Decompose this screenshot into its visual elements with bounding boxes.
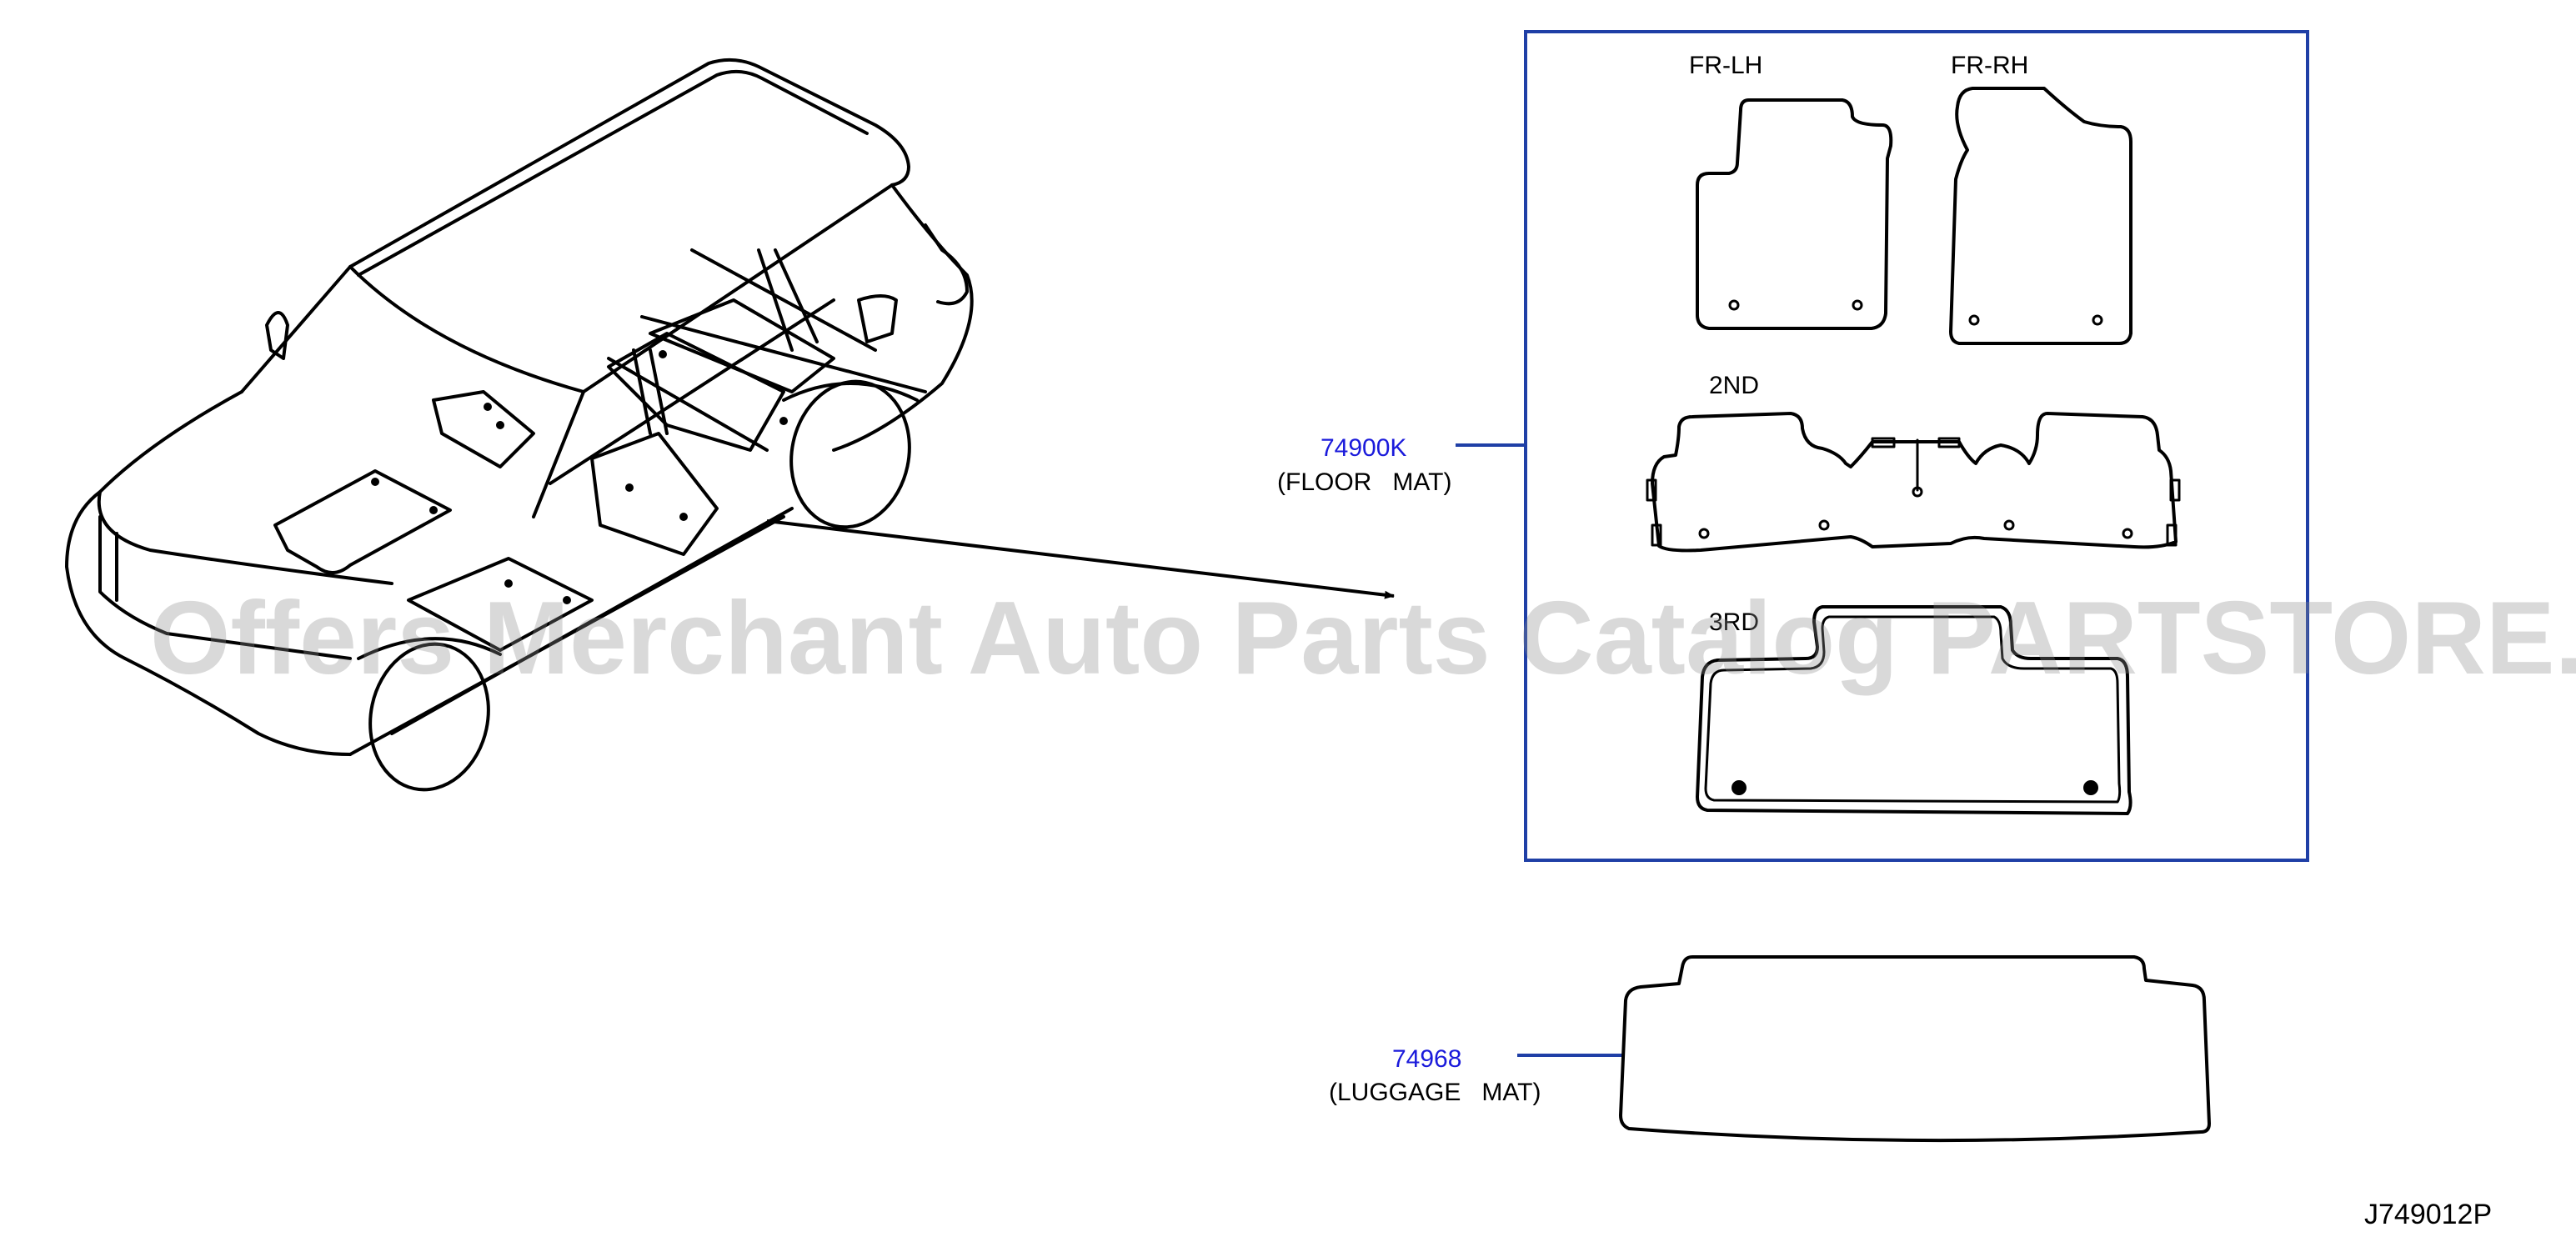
second-row-label: 2ND	[1709, 372, 1759, 399]
third-row-label: 3RD	[1709, 608, 1759, 636]
watermark: Offers Merchant Auto Parts Catalog PARTS…	[150, 581, 2576, 696]
mat-luggage	[1619, 955, 2211, 1143]
part-callout-luggage-mat[interactable]: 74968 (LUGGAGE MAT)	[1329, 1045, 1622, 1106]
mat-fr-rh: FR-RH	[1949, 52, 2132, 345]
vehicle-illustration	[65, 58, 974, 792]
mat-second-row: 2ND	[1646, 372, 2181, 553]
diagram-code: J749012P	[2364, 1199, 2492, 1230]
part-number-luggage-mat[interactable]: 74968	[1392, 1045, 1461, 1073]
part-name-floor-mat: (FLOOR MAT)	[1277, 468, 1451, 496]
part-callout-floor-mat[interactable]: 74900K (FLOOR MAT)	[1277, 434, 1526, 496]
part-number-floor-mat[interactable]: 74900K	[1321, 434, 1406, 462]
fr-lh-label: FR-LH	[1689, 52, 1762, 79]
mat-third-row: 3RD	[1696, 605, 2132, 815]
pointer-arrow	[766, 519, 1395, 599]
part-name-luggage-mat: (LUGGAGE MAT)	[1329, 1079, 1541, 1106]
fr-rh-label: FR-RH	[1951, 52, 2028, 79]
mat-fr-lh: FR-LH	[1689, 52, 1893, 330]
